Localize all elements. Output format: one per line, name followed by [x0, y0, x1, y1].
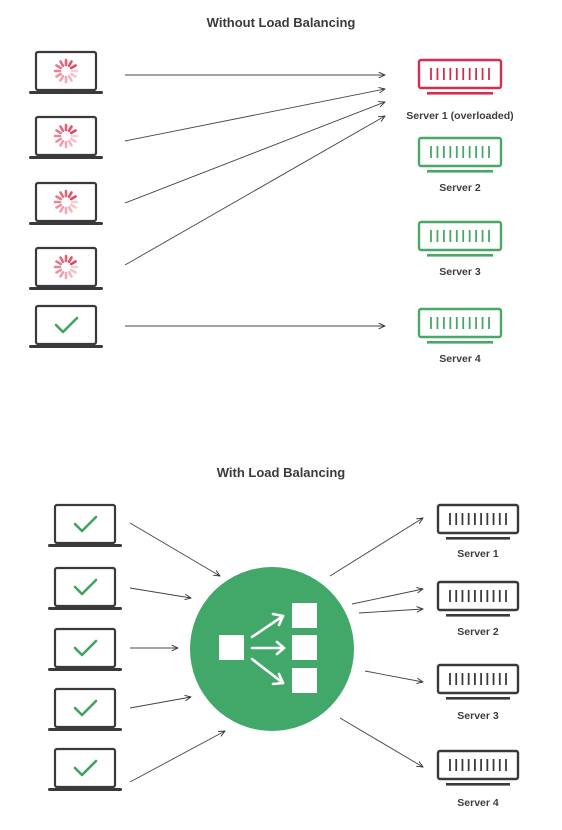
checkmark-icon [73, 578, 98, 596]
distribution-icon [219, 603, 317, 693]
loading-spinner-icon [53, 123, 79, 149]
balancer-to-server-arrow-1 [329, 518, 423, 577]
server-label: Server 3 [457, 710, 499, 722]
server-label: Server 4 [457, 797, 499, 809]
balancer-to-server-arrow-5 [339, 717, 423, 767]
checkmark-icon [54, 316, 79, 334]
server-2: Server 2 [417, 136, 503, 194]
connection-arrow-3 [124, 102, 385, 204]
checkmark-icon [73, 759, 98, 777]
balancer-to-server-arrow-4 [364, 670, 423, 682]
lb-client-laptop-4 [48, 687, 122, 731]
lb-server-1: Server 1 [436, 503, 520, 560]
client-laptop-4 [29, 246, 103, 290]
connection-arrow-4 [124, 116, 385, 266]
server-label: Server 2 [457, 626, 499, 638]
top-section-title: Without Load Balancing [206, 15, 356, 30]
client-to-balancer-arrow-1 [129, 522, 220, 576]
lb-client-laptop-3 [48, 627, 122, 671]
server-1: Server 1 (overloaded) [406, 58, 514, 122]
bottom-section-title: With Load Balancing [216, 465, 346, 480]
balancer-to-server-arrow-2 [351, 589, 423, 605]
checkmark-icon [73, 515, 98, 533]
server-label: Server 3 [439, 266, 481, 278]
lb-server-4: Server 4 [436, 749, 520, 809]
server-label: Server 1 (overloaded) [406, 110, 513, 122]
client-laptop-1 [29, 50, 103, 94]
load-balancer [190, 567, 354, 731]
client-to-balancer-arrow-2 [129, 587, 191, 598]
checkmark-icon [73, 639, 98, 657]
checkmark-icon [73, 699, 98, 717]
server-3: Server 3 [417, 220, 503, 278]
balancer-to-server-arrow-3 [358, 609, 423, 614]
lb-client-laptop-5 [48, 747, 122, 791]
server-label: Server 4 [439, 353, 481, 365]
loading-spinner-icon [53, 254, 79, 280]
client-to-balancer-arrow-4 [129, 697, 191, 709]
lb-server-3: Server 3 [436, 663, 520, 722]
lb-client-laptop-2 [48, 566, 122, 610]
client-laptop-3 [29, 181, 103, 225]
lb-server-2: Server 2 [436, 580, 520, 638]
loading-spinner-icon [53, 189, 79, 215]
connection-arrow-2 [124, 89, 385, 142]
server-4: Server 4 [417, 307, 503, 365]
loading-spinner-icon [53, 58, 79, 84]
lb-client-laptop-1 [48, 503, 122, 547]
client-laptop-2 [29, 115, 103, 159]
client-to-balancer-arrow-5 [129, 731, 225, 783]
server-label: Server 2 [439, 182, 481, 194]
client-laptop-5 [29, 304, 103, 348]
server-label: Server 1 [457, 548, 499, 560]
